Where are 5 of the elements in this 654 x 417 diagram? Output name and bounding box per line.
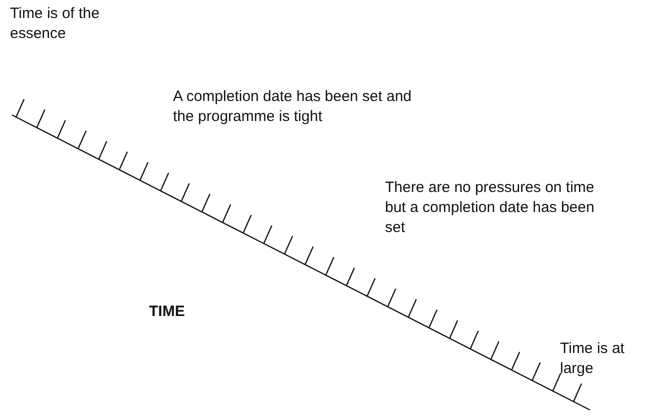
scale-note: There are no pressures on time but a completion date has been set <box>385 178 596 238</box>
scale-end-label: Time is at large <box>560 339 626 379</box>
scale-note: A completion date has been set and the programme is tight <box>173 87 413 127</box>
axis-title: TIME <box>149 302 185 322</box>
scale-end-label: Time is of the essence <box>10 4 100 44</box>
